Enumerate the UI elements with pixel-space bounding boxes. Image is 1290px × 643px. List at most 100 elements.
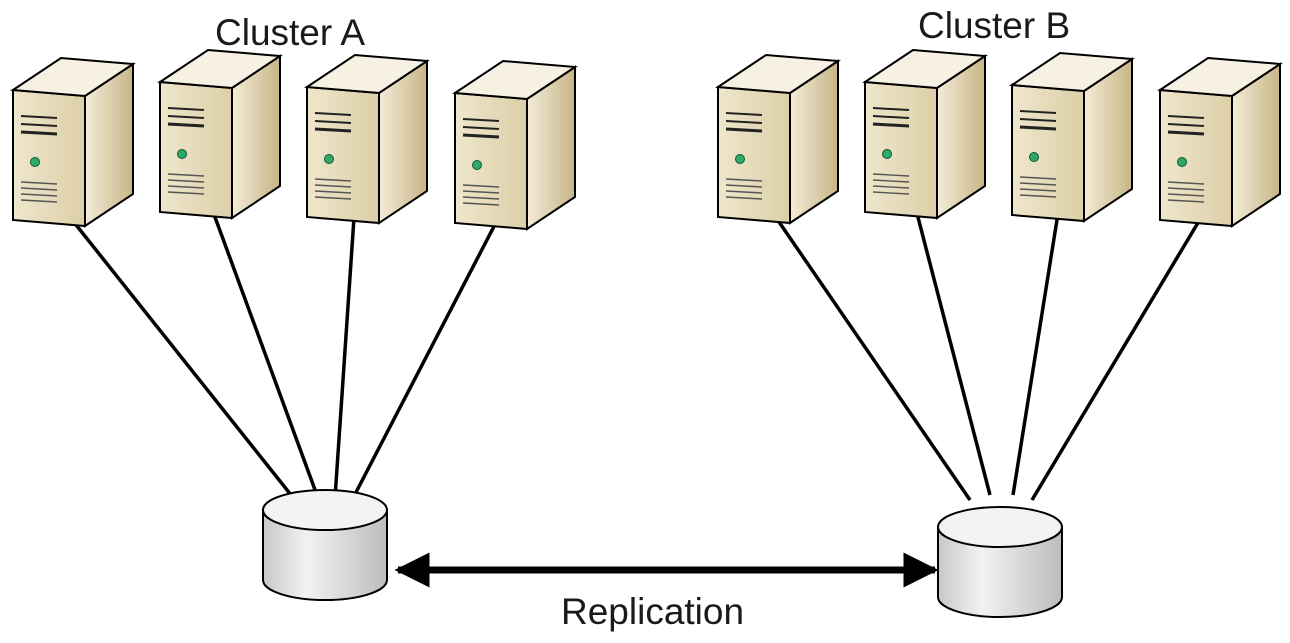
power-led-icon [472, 160, 482, 170]
drive-slot [1019, 110, 1057, 114]
vent-line [1019, 194, 1057, 198]
drive-slot [1167, 123, 1205, 127]
cluster-b-title: Cluster B [918, 5, 1071, 46]
vent-line [1019, 176, 1057, 180]
server-tower-icon [304, 53, 430, 225]
server-top-face [10, 56, 136, 98]
vent-line [314, 196, 352, 200]
server-top-face [157, 48, 283, 90]
drive-slot [167, 122, 205, 128]
drive-slot [1167, 130, 1205, 136]
network-link [350, 208, 505, 501]
cluster-a-title: Cluster A [215, 12, 366, 53]
vent-line [20, 187, 58, 191]
vent-line [20, 193, 58, 197]
network-link [1011, 200, 1062, 496]
server-front-face [1159, 88, 1233, 228]
vent-line [872, 173, 910, 177]
server-tower-icon [1009, 51, 1135, 223]
network-link [1030, 205, 1210, 501]
vent-line [20, 181, 58, 185]
server-tower-icon [157, 48, 283, 220]
drive-slot [872, 107, 910, 111]
vent-line [462, 184, 500, 188]
server-tower-icon [862, 48, 988, 220]
vent-line [1019, 188, 1057, 192]
vent-line [725, 190, 763, 194]
vent-line [872, 185, 910, 189]
database-cylinder-icon [262, 489, 388, 601]
power-led-icon [882, 149, 892, 159]
network-link [206, 197, 320, 499]
replication-label: Replication [561, 591, 745, 632]
server-tower-icon [1157, 56, 1283, 228]
power-led-icon [177, 149, 187, 159]
vent-line [725, 196, 763, 200]
drive-slot [872, 115, 910, 119]
vent-line [462, 196, 500, 200]
drive-slot [725, 120, 763, 124]
vent-line [167, 179, 205, 183]
drive-slot [462, 126, 500, 130]
vent-line [462, 202, 500, 206]
drive-slot [167, 107, 205, 111]
server-front-face [454, 91, 528, 231]
vent-line [725, 184, 763, 188]
server-tower-icon [715, 53, 841, 225]
storage-body [937, 526, 1063, 618]
server-top-face [1157, 56, 1283, 98]
vent-line [1167, 187, 1205, 191]
database-cylinder-icon [937, 506, 1063, 618]
vent-line [167, 191, 205, 195]
drive-slot [1019, 125, 1057, 131]
vent-line [872, 191, 910, 195]
server-front-face [717, 85, 791, 225]
drive-slot [20, 130, 58, 136]
power-led-icon [1029, 152, 1039, 162]
vent-line [314, 190, 352, 194]
vent-line [314, 184, 352, 188]
vent-line [1167, 181, 1205, 185]
drive-slot [20, 123, 58, 127]
drive-slot [462, 118, 500, 122]
drive-slot [314, 112, 352, 116]
server-tower-icon [10, 56, 136, 228]
server-top-face [452, 59, 578, 101]
server-top-face [862, 48, 988, 90]
vent-line [1019, 182, 1057, 186]
drive-slot [1167, 115, 1205, 119]
network-link [333, 202, 357, 499]
vent-line [1167, 193, 1205, 197]
vent-line [167, 173, 205, 177]
drive-slot [167, 115, 205, 119]
power-led-icon [735, 154, 745, 164]
server-top-face [304, 53, 430, 95]
drive-slot [725, 112, 763, 116]
server-front-face [12, 88, 86, 228]
vent-line [314, 178, 352, 182]
vent-line [20, 199, 58, 203]
server-tower-icon [452, 59, 578, 231]
drive-slot [725, 127, 763, 133]
drive-slot [1019, 118, 1057, 122]
storage-top [262, 489, 388, 531]
vent-line [167, 185, 205, 189]
network-link [764, 202, 972, 501]
vent-line [1167, 199, 1205, 203]
vent-line [872, 179, 910, 183]
server-front-face [1011, 83, 1085, 223]
power-led-icon [324, 154, 334, 164]
drive-slot [462, 133, 500, 139]
server-top-face [715, 53, 841, 95]
server-front-face [306, 85, 380, 225]
vent-line [462, 190, 500, 194]
drive-slot [314, 127, 352, 133]
vent-line [725, 178, 763, 182]
power-led-icon [30, 157, 40, 167]
storage-top [937, 506, 1063, 548]
server-top-face [1009, 51, 1135, 93]
drive-slot [872, 122, 910, 128]
storage-body [262, 509, 388, 601]
